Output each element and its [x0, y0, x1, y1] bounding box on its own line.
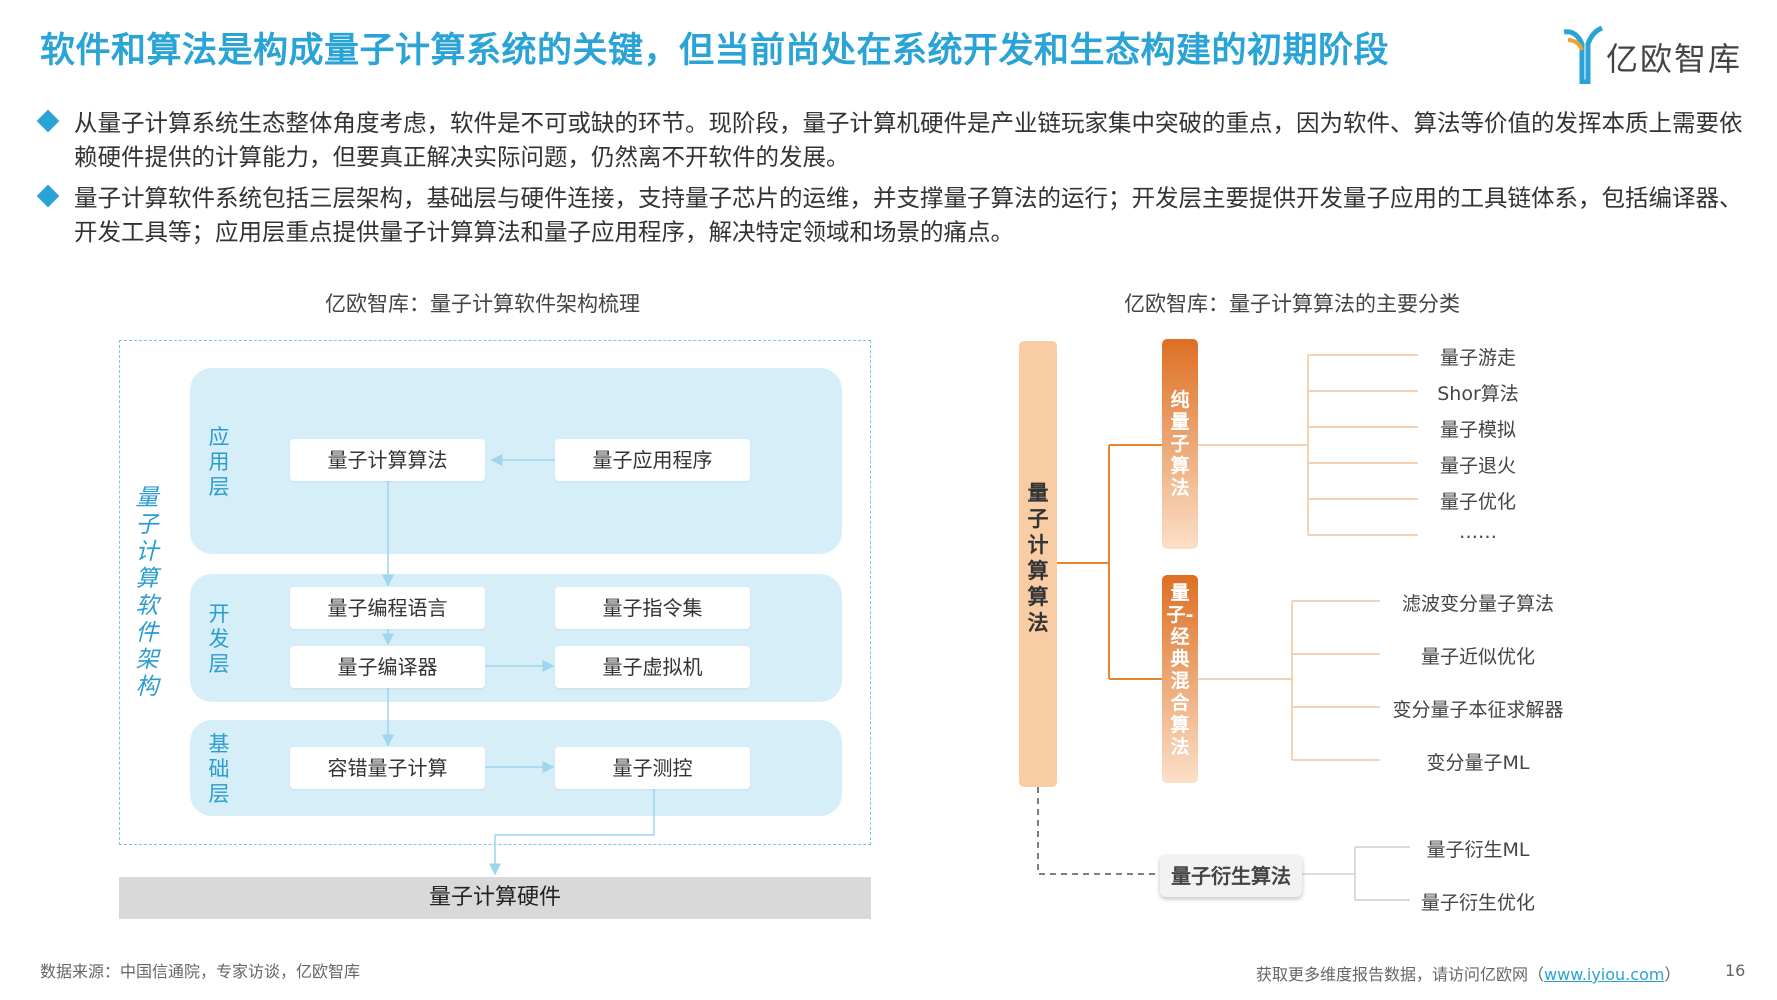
box-fault-tolerant-quantum-computing: 容错量子计算: [290, 747, 485, 789]
category-box-quantum-inspired: 量子衍生算法: [1160, 855, 1302, 897]
category-bar-pure-quantum: [1162, 339, 1198, 549]
algo-quantum-walk: 量子游走: [1439, 347, 1516, 369]
arrow-control-to-hardware: [489, 789, 655, 876]
category-bar-hybrid: [1162, 575, 1198, 783]
box-quantum-compiler: 量子编译器: [290, 646, 485, 688]
brand-logo: 亿欧智库: [1562, 25, 1762, 86]
bullet-1: 从量子计算系统生态整体角度考虑，软件是不可或缺的环节。现阶段，量子计算机硬件是产…: [36, 106, 1760, 174]
box-quantum-measurement-control: 量子测控: [555, 747, 750, 789]
category-label-hybrid: 量子-经典混合算法: [1166, 582, 1194, 758]
algo-quantum-optimization: 量子优化: [1439, 491, 1516, 513]
root-pillar: [1019, 341, 1057, 787]
architecture-vertical-label: 量子计算软件架构: [135, 485, 159, 700]
page-number: 16: [1725, 961, 1746, 980]
box-quantum-programming-language: 量子编程语言: [290, 587, 485, 629]
algo-quantum-simulation: 量子模拟: [1439, 419, 1516, 441]
algo-variational-qml: 变分量子ML: [1426, 752, 1530, 774]
algo-shor: Shor算法: [1437, 383, 1519, 405]
right-diagram-subtitle: 亿欧智库：量子计算算法的主要分类: [1124, 292, 1460, 316]
data-source: 数据来源：中国信通院，专家访谈，亿欧智库: [40, 962, 361, 981]
root-label: 量子计算算法: [1027, 481, 1049, 635]
iyiou-link[interactable]: www.iyiou.com: [1544, 965, 1665, 984]
box-quantum-computing-algorithm: 量子计算算法: [290, 439, 485, 481]
algo-quantum-inspired-ml: 量子衍生ML: [1426, 839, 1530, 861]
footer-cta: 获取更多维度报告数据，请访问亿欧网（www.iyiou.com）: [1256, 965, 1681, 984]
algo-vqe: 变分量子本征求解器: [1392, 699, 1564, 721]
left-diagram-subtitle: 亿欧智库：量子计算软件架构梳理: [325, 292, 640, 316]
page-title: 软件和算法是构成量子计算系统的关键，但当前尚处在系统开发和生态构建的初期阶段: [40, 31, 1390, 71]
development-layer-label: 开发层: [208, 602, 230, 676]
application-layer-label: 应用层: [208, 425, 230, 499]
box-quantum-application: 量子应用程序: [555, 439, 750, 481]
box-quantum-instruction-set: 量子指令集: [555, 587, 750, 629]
algo-ellipsis: ……: [1459, 521, 1497, 543]
algo-qaoa: 量子近似优化: [1420, 646, 1535, 668]
algo-quantum-annealing: 量子退火: [1439, 455, 1516, 477]
algo-filtered-vqa: 滤波变分量子算法: [1401, 593, 1554, 615]
quantum-hardware-bar: 量子计算硬件: [119, 877, 871, 919]
base-layer-label: 基础层: [208, 732, 230, 806]
logo-text: 亿欧智库: [1606, 40, 1743, 78]
category-label-pure-quantum: 纯量子算法: [1170, 389, 1190, 499]
bullet-2: 量子计算软件系统包括三层架构，基础层与硬件连接，支持量子芯片的运维，并支撑量子算…: [36, 181, 1760, 249]
logo-mark-icon: [1563, 25, 1604, 85]
algo-quantum-inspired-optimization: 量子衍生优化: [1420, 892, 1535, 914]
box-quantum-virtual-machine: 量子虚拟机: [555, 646, 750, 688]
